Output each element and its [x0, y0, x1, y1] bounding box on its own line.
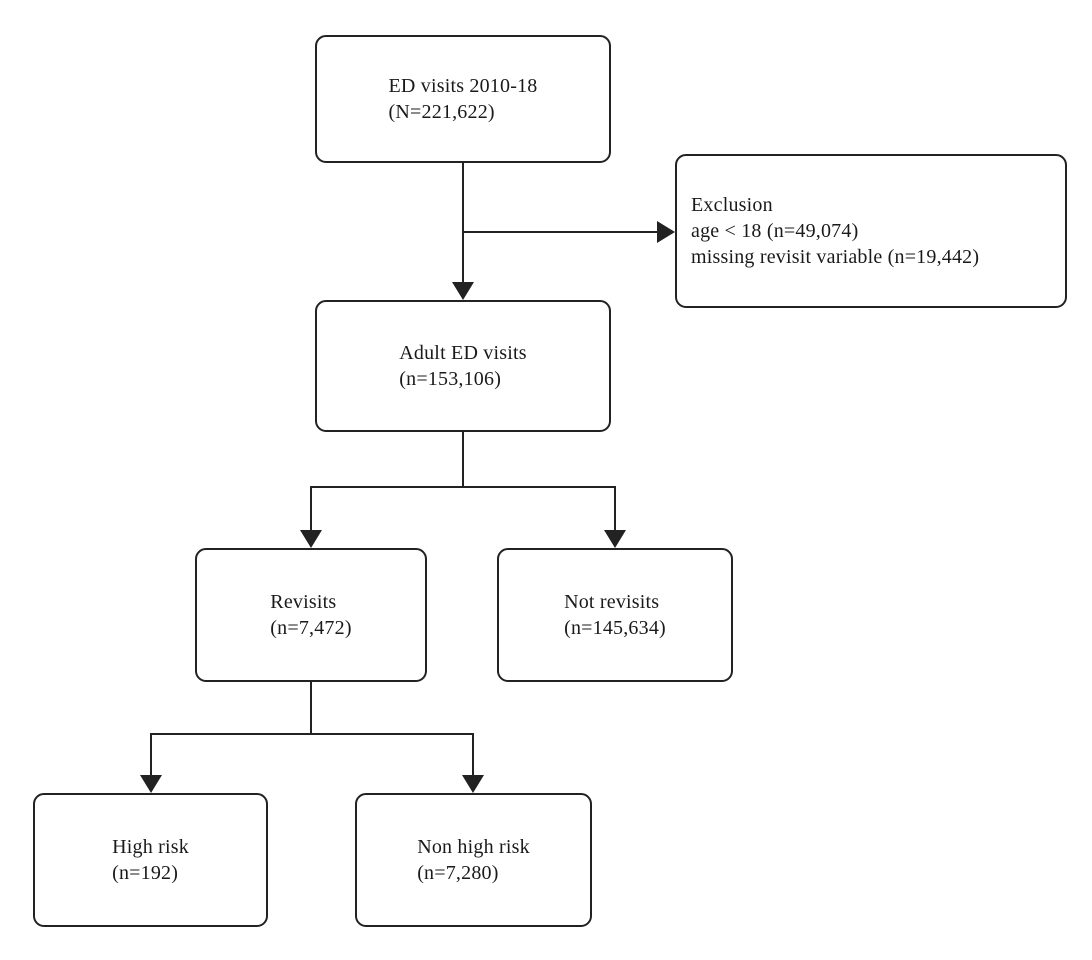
connector-split2-right-vline	[472, 733, 474, 779]
node-revisits-label: Revisits	[270, 591, 337, 613]
node-exclusion-missing-criterion: missing revisit variable (n=19,442)	[691, 246, 980, 268]
node-revisits-count: (n=7,472)	[270, 617, 352, 639]
node-exclusion-title: Exclusion	[691, 194, 773, 216]
node-adult-ed-visits: Adult ED visits (n=153,106)	[315, 300, 611, 432]
node-high-risk: High risk (n=192)	[33, 793, 268, 927]
node-ed-visits-label: ED visits 2010-18	[388, 75, 538, 97]
node-exclusion-age-criterion: age < 18 (n=49,074)	[691, 220, 859, 242]
connector-to-exclusion-hline	[462, 231, 660, 233]
connector-split2-hline	[150, 733, 474, 735]
node-not-revisits: Not revisits (n=145,634)	[497, 548, 733, 682]
node-non-high-risk: Non high risk (n=7,280)	[355, 793, 592, 927]
connector-adult-split-vline	[462, 432, 464, 488]
arrowhead-right-into-exclusion-icon	[657, 221, 675, 243]
connector-split2-left-vline	[150, 733, 152, 779]
arrowhead-down-into-high-risk-icon	[140, 775, 162, 793]
node-high-risk-label: High risk	[112, 836, 189, 858]
node-revisits: Revisits (n=7,472)	[195, 548, 427, 682]
node-non-high-risk-label: Non high risk	[417, 836, 530, 858]
connector-revisits-split-vline	[310, 682, 312, 735]
connector-split1-hline	[310, 486, 616, 488]
node-high-risk-count: (n=192)	[112, 862, 179, 884]
node-not-revisits-count: (n=145,634)	[564, 617, 666, 639]
node-non-high-risk-count: (n=7,280)	[417, 862, 499, 884]
node-adult-ed-visits-label: Adult ED visits	[399, 342, 527, 364]
arrowhead-down-into-adult-icon	[452, 282, 474, 300]
arrowhead-down-into-not-revisits-icon	[604, 530, 626, 548]
node-ed-visits-count: (N=221,622)	[388, 101, 495, 123]
connector-split1-left-vline	[310, 486, 312, 534]
node-adult-ed-visits-count: (n=153,106)	[399, 368, 502, 390]
node-exclusion: Exclusion age < 18 (n=49,074) missing re…	[675, 154, 1067, 308]
node-not-revisits-label: Not revisits	[564, 591, 660, 613]
connector-edvisits-to-adult-vline	[462, 163, 464, 286]
arrowhead-down-into-revisits-icon	[300, 530, 322, 548]
arrowhead-down-into-non-high-risk-icon	[462, 775, 484, 793]
connector-split1-right-vline	[614, 486, 616, 534]
node-ed-visits: ED visits 2010-18 (N=221,622)	[315, 35, 611, 163]
